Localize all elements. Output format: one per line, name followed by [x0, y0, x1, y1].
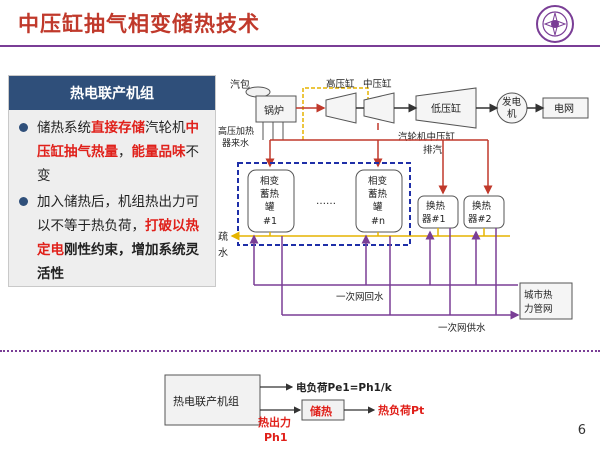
hx1-line2: 器#1 [422, 214, 446, 225]
tank-1 [247, 169, 295, 233]
system-diagram: 汽包 锅炉 高压加热 器来水 高压缸 中压缸 低压缸 发电 机 电网 汽轮机中压… [218, 78, 589, 334]
ip-turbine [363, 92, 395, 124]
supply-label: 一次网供水 [438, 322, 486, 334]
feed-water-line [302, 87, 369, 140]
heat-load-label: 热负荷Pt [378, 403, 424, 417]
storage-label: 储热 [310, 404, 332, 418]
city-label-1: 城市热 [524, 289, 553, 301]
chp-box [164, 374, 261, 426]
ip-label: 中压缸 [363, 78, 392, 90]
tank1-id: #1 [263, 216, 277, 227]
boiler-label: 锅炉 [264, 105, 284, 117]
tankn-id: #n [371, 216, 385, 227]
chp-unit-panel: 热电联产机组 储热系统直接存储汽轮机中压缸抽气热量，能量品味不变 加入储热后，机… [8, 75, 216, 287]
hp-turbine [325, 92, 357, 124]
bullet1-text-3: ， [118, 144, 132, 160]
gen-label-2: 机 [507, 108, 517, 120]
extraction-label-2: 排汽 [423, 144, 443, 156]
bullet2-text-1: 加入储热后，机组热出力可以不等于热负荷， [37, 194, 199, 234]
feed-label-2: 器来水 [222, 137, 249, 149]
tankn-line1: 相变 [368, 175, 388, 187]
hp-label: 高压缸 [326, 78, 355, 90]
bullet2-emph-1: 打破以热定电 [37, 218, 199, 258]
elec-label: 电负荷Pe1=Ph1/k [296, 381, 393, 394]
bullet-dot-icon [19, 123, 28, 132]
tank-ellipsis: …… [316, 196, 336, 207]
drum-label: 汽包 [230, 78, 250, 91]
university-seal-icon [536, 5, 574, 43]
bullet-flexibility: 加入储热后，机组热出力可以不等于热负荷，打破以热定电刚性约束，增加系统灵活性 [17, 190, 211, 286]
hx2-line1: 换热 [472, 200, 492, 212]
tank1-line2: 蓄热 [260, 188, 280, 200]
panel-header: 热电联产机组 [9, 76, 215, 110]
city-label-2: 力管网 [524, 303, 553, 315]
bullet-list: 储热系统直接存储汽轮机中压缸抽气热量，能量品味不变 加入储热后，机组热出力可以不… [17, 116, 211, 288]
tank-group-box [237, 162, 411, 246]
city-network-box [519, 282, 573, 320]
bullet-dot-icon [19, 197, 28, 206]
bullet1-emph-3: 能量品味 [131, 144, 186, 160]
bullet2-text-2: 刚性约束，增加系统灵活性 [37, 242, 199, 282]
tank1-line1: 相变 [260, 175, 280, 187]
boiler-box [255, 95, 297, 123]
title-divider [0, 45, 600, 47]
heat-output-label: 热出力 [258, 415, 291, 429]
energy-flow-diagram: 热电联产机组 电负荷Pe1=Ph1/k 储热 热负荷Pt 热出力 Ph1 [164, 374, 424, 444]
chp-label: 热电联产机组 [173, 394, 239, 408]
page-title: 中压缸抽气相变储热技术 [18, 12, 260, 36]
extraction-label-1: 汽轮机中压缸 [398, 131, 456, 143]
heat-output-symbol: Ph1 [264, 431, 288, 444]
return-label: 一次网回水 [336, 291, 384, 303]
bullet1-text-1: 储热系统 [37, 120, 91, 136]
bullet1-text-2: 汽轮机 [145, 120, 186, 136]
hx1-line1: 换热 [426, 200, 446, 212]
grid-label: 电网 [554, 102, 574, 115]
page-number: 6 [577, 423, 586, 438]
bullet1-emph-1: 直接存储 [91, 120, 145, 136]
bullet1-text-4: 不变 [37, 144, 199, 184]
feed-label-1: 高压加热 [218, 125, 254, 137]
lp-label: 低压缸 [431, 102, 461, 115]
tankn-line2: 蓄热 [368, 188, 388, 200]
gen-label-1: 发电 [502, 96, 522, 108]
tankn-line3: 罐 [373, 201, 383, 213]
drain-label-2: 水 [218, 247, 228, 259]
drain-label-1: 疏 [218, 230, 228, 243]
tank-n [355, 169, 403, 233]
hx2-line2: 器#2 [468, 214, 492, 225]
bullet1-emph-2: 中压缸抽气热量 [37, 120, 199, 160]
tank1-line3: 罐 [265, 201, 275, 213]
section-divider [0, 350, 600, 352]
bullet-storage: 储热系统直接存储汽轮机中压缸抽气热量，能量品味不变 [17, 116, 211, 188]
